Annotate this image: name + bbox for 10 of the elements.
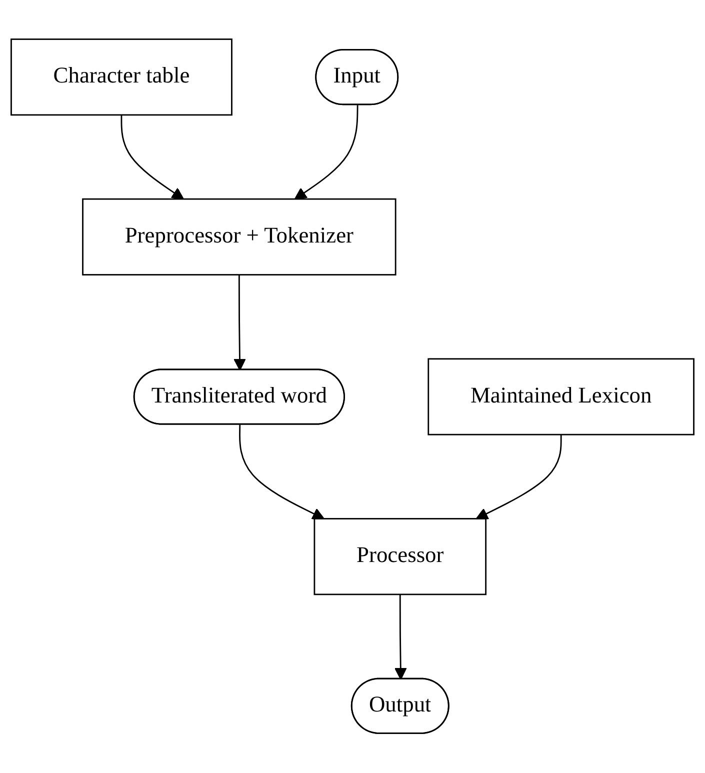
node-box: Character table [10, 38, 232, 116]
arrow [394, 594, 407, 680]
arrow [120, 115, 184, 200]
arrow [294, 105, 358, 200]
arrow [239, 425, 324, 520]
arrow [476, 434, 562, 520]
node-box: Processor [314, 518, 486, 596]
node-box: Maintained Lexicon [428, 358, 694, 436]
node-box: Preprocessor + Tokenizer [82, 198, 396, 276]
arrow [234, 275, 246, 371]
